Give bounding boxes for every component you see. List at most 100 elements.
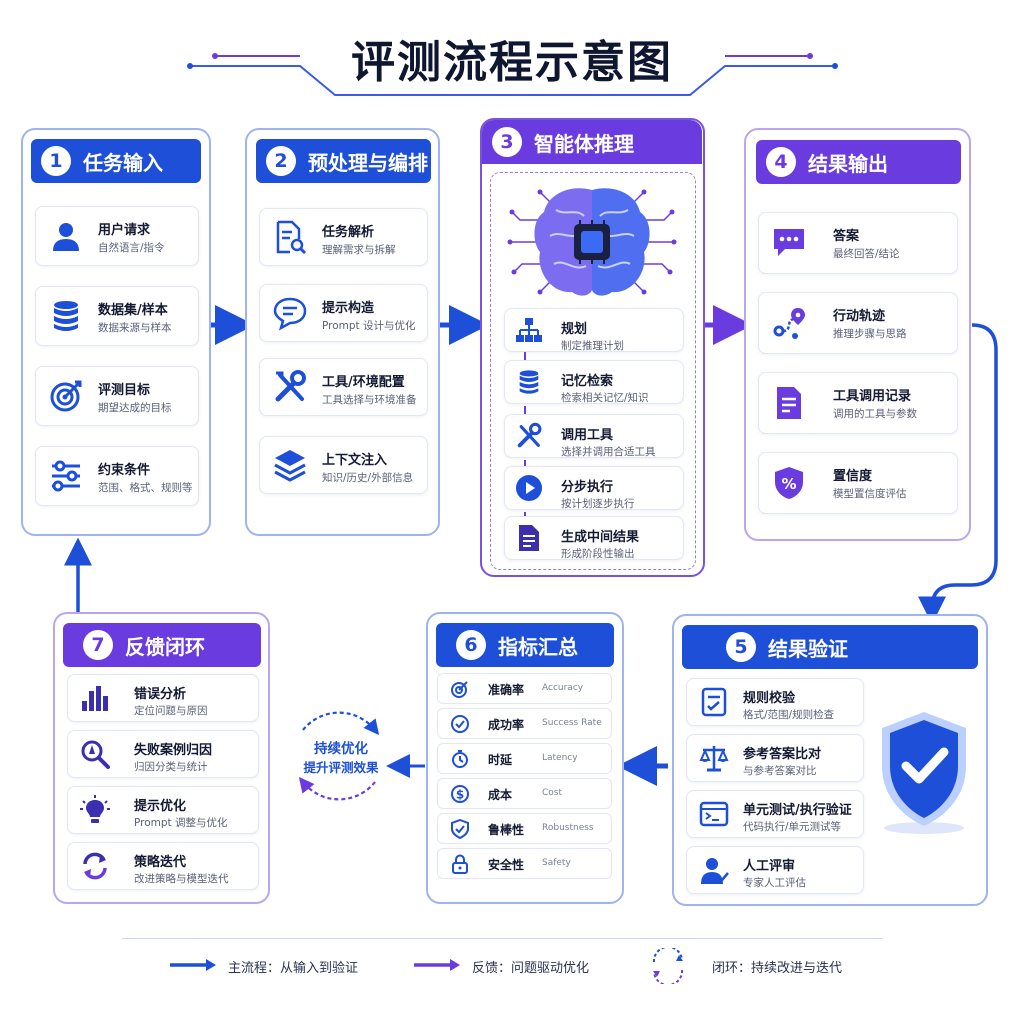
card-constraints[interactable]: 约束条件 范围、格式、规则等: [35, 446, 199, 506]
continuous-loop-icon: [298, 711, 380, 801]
card-action-trace[interactable]: 行动轨迹 推理步骤与思路: [758, 292, 958, 354]
legend-divider: [122, 938, 882, 939]
shield-check-icon: [882, 712, 966, 834]
card-unit-test[interactable]: 单元测试/执行验证 代码执行/单元测试等: [686, 790, 864, 838]
panel-title: 智能体推理: [534, 131, 634, 156]
card-call-tools[interactable]: 调用工具 选择并调用合适工具: [504, 414, 684, 458]
card-task-parse[interactable]: 任务解析 理解需求与拆解: [259, 208, 428, 266]
route-icon: [773, 308, 805, 339]
panel-6-header: 6 指标汇总: [436, 623, 614, 667]
legend-main-arrow-icon: [170, 959, 216, 971]
metric-accuracy[interactable]: 准确率 Accuracy: [437, 673, 612, 704]
metric-robustness[interactable]: 鲁棒性 Robustness: [437, 813, 612, 844]
target-icon: [451, 681, 468, 698]
step-number: 5: [726, 632, 756, 662]
card-rule-check[interactable]: 规则校验 格式/范围/规则检查: [686, 678, 864, 726]
card-failure-attribution[interactable]: 失败案例归因 归因分类与统计: [67, 730, 259, 778]
database-icon: [54, 301, 78, 331]
card-strategy-iteration[interactable]: 策略迭代 改进策略与模型迭代: [67, 842, 259, 890]
document-icon: [519, 525, 539, 551]
message-icon: [774, 229, 804, 256]
card-error-analysis[interactable]: 错误分析 定位问题与原因: [67, 674, 259, 722]
card-tool-config[interactable]: 工具/环境配置 工具选择与环境准备: [259, 358, 428, 416]
tools-icon: [275, 370, 306, 402]
play-icon: [516, 475, 542, 501]
panel-title: 预处理与编排: [308, 150, 428, 175]
legend-main: 主流程：从输入到验证: [228, 961, 359, 976]
legend-feedback: 反馈：问题驱动优化: [472, 961, 590, 976]
panel-4-header: 4 结果输出: [756, 140, 961, 184]
step-number: 7: [83, 630, 113, 660]
arrow-4-5: [918, 323, 998, 625]
loop-label-2: 提升评测效果: [303, 760, 379, 775]
card-prompt-optimization[interactable]: 提示优化 Prompt 调整与优化: [67, 786, 259, 834]
card-reference-compare[interactable]: 参考答案比对 与参考答案对比: [686, 734, 864, 782]
metric-cost[interactable]: $ 成本 Cost: [437, 778, 612, 809]
svg-text:%: %: [781, 475, 796, 493]
card-planning[interactable]: 规划 制定推理计划: [504, 308, 684, 352]
card-intermediate-results[interactable]: 生成中间结果 形成阶段性输出: [504, 516, 684, 560]
legend-feedback-arrow-icon: [414, 959, 460, 971]
layers-icon: [274, 450, 306, 482]
metric-latency[interactable]: 时延 Latency: [437, 743, 612, 774]
target-icon: [50, 380, 82, 412]
loop-label-1: 持续优化: [314, 741, 368, 757]
dollar-icon: $: [451, 785, 469, 803]
brain-chip-icon: [507, 188, 677, 296]
panel-title: 指标汇总: [498, 634, 578, 659]
hierarchy-icon: [516, 318, 542, 342]
database-icon: [519, 370, 539, 394]
step-number: 4: [766, 147, 796, 177]
step-number: 1: [41, 146, 71, 176]
svg-text:$: $: [456, 788, 464, 802]
lock-icon: [452, 854, 468, 874]
refresh-icon: [83, 852, 107, 880]
panel-task-input: 1 任务输入 用户请求 自然语言/指令 数据集/样本 数据来源与样本 评测目标 …: [21, 128, 211, 536]
step-number: 6: [456, 630, 486, 660]
card-step-execution[interactable]: 分步执行 按计划逐步执行: [504, 466, 684, 510]
shield-check-icon: [451, 819, 469, 839]
panel-1-header: 1 任务输入: [31, 139, 201, 183]
chat-bubble-icon: [273, 297, 307, 331]
percent-shield-icon: %: [775, 467, 803, 499]
panel-feedback-loop: 7 反馈闭环 错误分析 定位问题与原因 失败案例归因 归因分类与统计 提示优化 …: [53, 612, 270, 904]
card-context-inject[interactable]: 上下文注入 知识/历史/外部信息: [259, 436, 428, 494]
sliders-icon: [52, 460, 80, 492]
metric-safety[interactable]: 安全性 Safety: [437, 848, 612, 879]
bar-chart-icon: [82, 686, 108, 711]
user-icon: [53, 223, 79, 251]
panel-title: 反馈闭环: [125, 634, 205, 659]
card-answer[interactable]: 答案 最终回答/结论: [758, 212, 958, 274]
card-dataset[interactable]: 数据集/样本 数据来源与样本: [35, 286, 199, 346]
step-number: 3: [492, 127, 522, 157]
magnifier-icon: [81, 740, 110, 769]
tools-icon: [517, 422, 542, 448]
legend-loop-icon: [652, 948, 684, 984]
panel-title: 任务输入: [83, 150, 163, 175]
title-decoration: [187, 53, 838, 96]
panel-7-header: 7 反馈闭环: [63, 623, 261, 667]
reviewer-icon: [701, 858, 729, 884]
lightbulb-icon: [80, 795, 110, 823]
card-prompt-build[interactable]: 提示构造 Prompt 设计与优化: [259, 284, 428, 342]
panel-title: 结果验证: [768, 636, 848, 661]
card-human-review[interactable]: 人工评审 专家人工评估: [686, 846, 864, 894]
reasoning-dashed-area: [490, 172, 696, 570]
card-user-request[interactable]: 用户请求 自然语言/指令: [35, 206, 199, 266]
scale-icon: [699, 746, 729, 772]
card-tool-call-log[interactable]: 工具调用记录 调用的工具与参数: [758, 372, 958, 434]
card-memory-retrieval[interactable]: 记忆检索 检索相关记忆/知识: [504, 360, 684, 404]
panel-2-header: 2 预处理与编排: [256, 139, 431, 183]
metric-success-rate[interactable]: 成功率 Success Rate: [437, 708, 612, 739]
panel-title: 结果输出: [808, 151, 888, 176]
panel-result-output: 4 结果输出 答案 最终回答/结论 行动轨迹 推理步骤与思路 工具调用记录 调用…: [744, 128, 971, 541]
card-eval-goal[interactable]: 评测目标 期望达成的目标: [35, 366, 199, 426]
panel-result-validation: 5 结果验证 规则校验 格式/范围/规则检查 参考答案比对 与参考答案对比 单元…: [672, 614, 988, 906]
panel-5-header: 5 结果验证: [682, 625, 978, 669]
document-search-icon: [276, 220, 307, 255]
stopwatch-icon: [452, 750, 468, 768]
file-list-icon: [777, 387, 801, 419]
panel-preprocess: 2 预处理与编排 任务解析 理解需求与拆解 提示构造 Prompt 设计与优化 …: [245, 128, 440, 536]
card-confidence[interactable]: % 置信度 模型置信度评估: [758, 452, 958, 514]
